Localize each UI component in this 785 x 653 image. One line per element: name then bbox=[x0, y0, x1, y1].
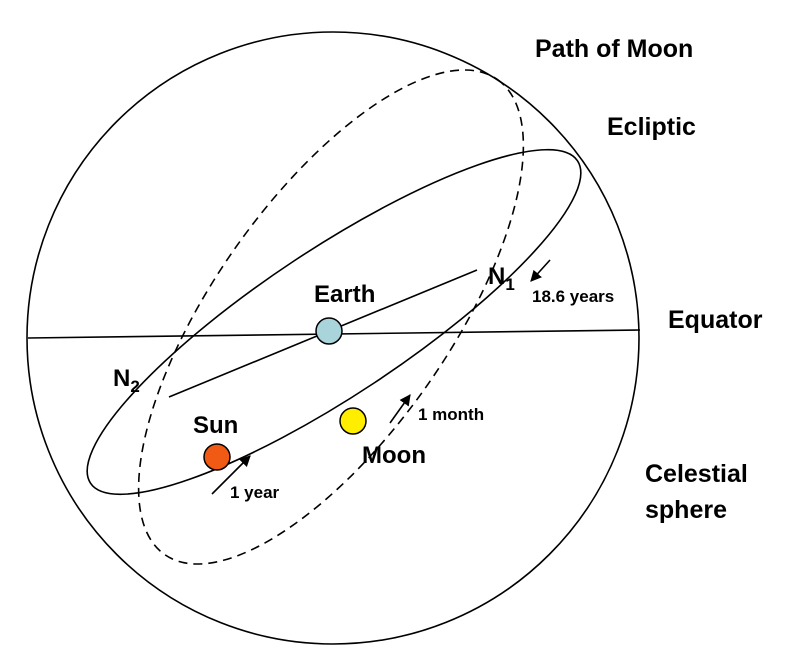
label-path-of-moon: Path of Moon bbox=[535, 35, 693, 63]
earth-marker bbox=[315, 317, 343, 345]
celestial-sphere-outline bbox=[26, 31, 640, 645]
moon-motion-arrow bbox=[389, 394, 411, 424]
label-node-n2: N2 bbox=[113, 365, 140, 396]
label-sphere: sphere bbox=[645, 496, 727, 524]
label-node-n1: N1 bbox=[488, 263, 515, 294]
label-sun: Sun bbox=[193, 412, 238, 439]
label-moon: Moon bbox=[362, 442, 426, 469]
label-sun-period: 1 year bbox=[230, 483, 280, 502]
label-moon-period: 1 month bbox=[418, 405, 484, 424]
label-earth: Earth bbox=[314, 281, 375, 308]
label-celestial: Celestial bbox=[645, 460, 748, 488]
ecliptic-ellipse bbox=[86, 148, 582, 496]
moon-path-ellipse bbox=[137, 69, 525, 565]
label-nodal-period: 18.6 years bbox=[532, 287, 614, 306]
sun-marker bbox=[203, 443, 231, 471]
label-equator: Equator bbox=[668, 306, 763, 334]
moon-marker bbox=[339, 407, 367, 435]
nodal-precession-arrow bbox=[530, 259, 551, 282]
sun-motion-arrow bbox=[211, 455, 251, 495]
label-ecliptic: Ecliptic bbox=[607, 113, 696, 141]
